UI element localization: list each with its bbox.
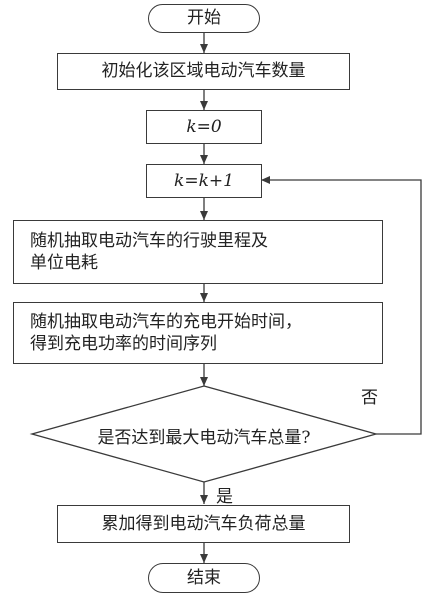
- accumulate-load-step: 累加得到电动汽车负荷总量: [57, 505, 350, 543]
- sample-charge-line-1: 随机抽取电动汽车的充电开始时间，: [30, 311, 302, 332]
- edge-no-loop: [261, 176, 422, 435]
- sample-mileage-line-1: 随机抽取电动汽车的行驶里程及: [30, 230, 268, 251]
- end-label: 结束: [187, 567, 221, 588]
- start-label: 开始: [187, 8, 221, 29]
- sample-mileage-step: 随机抽取电动汽车的行驶里程及 单位电耗: [13, 220, 383, 284]
- init-count-label: 初始化该区域电动汽车数量: [101, 61, 306, 82]
- init-count-step: 初始化该区域电动汽车数量: [57, 53, 350, 90]
- k-zero-step: k=0: [146, 110, 262, 144]
- sample-mileage-line-2: 单位电耗: [30, 253, 98, 273]
- decision-label: 是否达到最大电动汽车总量?: [97, 428, 311, 448]
- start-node: 开始: [148, 4, 260, 33]
- end-node: 结束: [148, 563, 260, 593]
- yes-label: 是: [216, 487, 233, 507]
- sample-charge-line-2: 得到充电功率的时间序列: [30, 334, 217, 354]
- decision-diamond: [29, 385, 379, 483]
- accumulate-load-label: 累加得到电动汽车负荷总量: [101, 513, 306, 534]
- k-increment-label: k=k+1: [174, 170, 234, 191]
- k-zero-label: k=0: [186, 116, 222, 137]
- sample-charge-step: 随机抽取电动汽车的充电开始时间， 得到充电功率的时间序列: [13, 302, 383, 364]
- no-label: 否: [361, 388, 378, 408]
- k-increment-step: k=k+1: [146, 164, 262, 198]
